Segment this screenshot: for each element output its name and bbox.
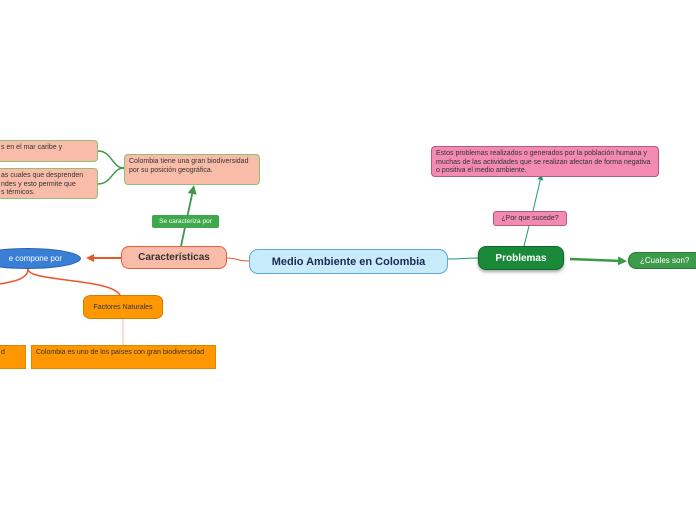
se-caracteriza-por-label: Se caracteriza por (159, 218, 212, 225)
termicos-fragment-node[interactable]: as cuales que desprenden ndes y esto per… (0, 168, 98, 199)
termicos-fragment-text: as cuales que desprenden ndes y esto per… (1, 172, 84, 196)
problemas-label: Problemas (495, 252, 547, 264)
central-topic-node[interactable]: Medio Ambiente en Colombia (249, 249, 448, 274)
se-caracteriza-por-label-node[interactable]: Se caracteriza por (152, 215, 219, 228)
link-compone-factores (27, 268, 121, 296)
factores-description-node[interactable]: Colombia es uno de los países con gran b… (31, 345, 216, 369)
caracteristicas-label: Características (138, 252, 210, 263)
link-porque-description (532, 174, 544, 212)
link-center-problemas (447, 257, 479, 260)
por-que-sucede-label: ¿Por que sucede? (501, 215, 559, 222)
link-problemas-cuales (569, 256, 627, 266)
central-topic-label: Medio Ambiente en Colombia (271, 255, 426, 268)
problemas-description-node[interactable]: Estos problemas realizados o generados p… (431, 146, 659, 177)
link-problemas-porque (523, 225, 530, 247)
biodiversidad-description-text: Colombia tiene una gran biodiversidad po… (129, 158, 249, 174)
cuales-son-node[interactable]: ¿Cuales son? (628, 252, 696, 269)
factores-naturales-node[interactable]: Factores Naturales (83, 295, 163, 319)
orange-fragment-node[interactable]: d (0, 345, 26, 369)
caracteristicas-node[interactable]: Características (121, 246, 227, 269)
orange-fragment-text: d (1, 349, 5, 356)
caribe-fragment-node[interactable]: s en el mar caribe y (0, 140, 98, 162)
factores-description-text: Colombia es uno de los países con gran b… (36, 349, 205, 356)
biodiversidad-description-node[interactable]: Colombia tiene una gran biodiversidad po… (124, 154, 260, 185)
por-que-sucede-node[interactable]: ¿Por que sucede? (493, 211, 567, 226)
factores-naturales-label: Factores Naturales (93, 303, 153, 311)
link-description-left1 (97, 150, 125, 169)
se-compone-por-label: e compone por (8, 254, 62, 263)
se-compone-por-node[interactable]: e compone por (0, 248, 81, 269)
cuales-son-label: ¿Cuales son? (640, 256, 690, 265)
link-description-left2 (97, 167, 125, 185)
link-compone-left (0, 268, 29, 285)
link-center-caracteristicas (226, 257, 250, 262)
problemas-node[interactable]: Problemas (478, 246, 564, 270)
caribe-fragment-text: s en el mar caribe y (1, 144, 63, 151)
problemas-description-text: Estos problemas realizados o generados p… (436, 150, 651, 174)
